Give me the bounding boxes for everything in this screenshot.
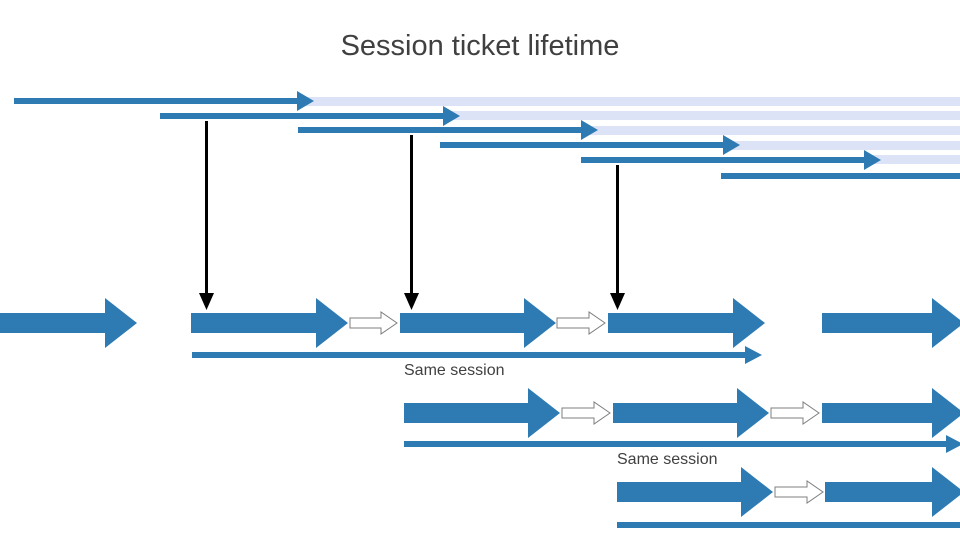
down-arrow-icon [205,121,208,294]
down-arrow-icon [616,165,619,294]
hollow-right-arrow-icon [561,401,611,425]
resumption-arrows-row-3 [774,480,824,504]
ticket-arrow [721,173,960,179]
same-session-arrow [404,435,960,453]
same-session-label: Same session [404,362,505,379]
down-arrow-icon [199,293,214,310]
lifetime-band [585,126,960,135]
down-arrow-icon [404,293,419,310]
ticket-arrow [440,135,740,155]
same-session-label: Same session [617,451,718,468]
session-row-2 [404,388,960,438]
down-arrow-icon [610,293,625,310]
session-row-1 [0,298,960,348]
session-block-arrow [822,298,960,348]
session-block-arrow [613,388,769,438]
session-block-arrow [825,467,960,517]
hollow-right-arrow-icon [556,311,606,335]
same-session-arrow [617,522,960,528]
ticket-arrow [14,91,314,111]
session-block-arrow [400,298,556,348]
hollow-right-arrow-icon [774,480,824,504]
session-block-arrow [0,298,137,348]
hollow-right-arrow-icon [349,311,398,335]
down-arrow-icon [410,135,413,294]
lifetime-band [866,155,960,164]
session-block-arrow [608,298,765,348]
hollow-right-arrow-icon [770,401,820,425]
session-block-arrow [822,388,960,438]
session-block-arrow [404,388,560,438]
ticket-arrows [14,91,960,179]
ticket-arrow [581,150,881,170]
resumption-arrows-row-2 [561,401,820,425]
slide-title: Session ticket lifetime [340,30,620,62]
ticket-arrow [298,120,598,140]
resumption-arrows-row-1 [349,311,606,335]
lifetime-band [446,111,960,120]
same-session-arrow [192,346,762,364]
session-block-arrow [617,467,773,517]
session-block-arrow [191,298,348,348]
ticket-issue-markers [199,121,625,310]
ticket-arrow [160,106,460,126]
session-row-3 [617,467,960,517]
lifetime-band [727,141,960,150]
ticket-lifetime-bands [300,97,960,164]
lifetime-band [300,97,960,106]
